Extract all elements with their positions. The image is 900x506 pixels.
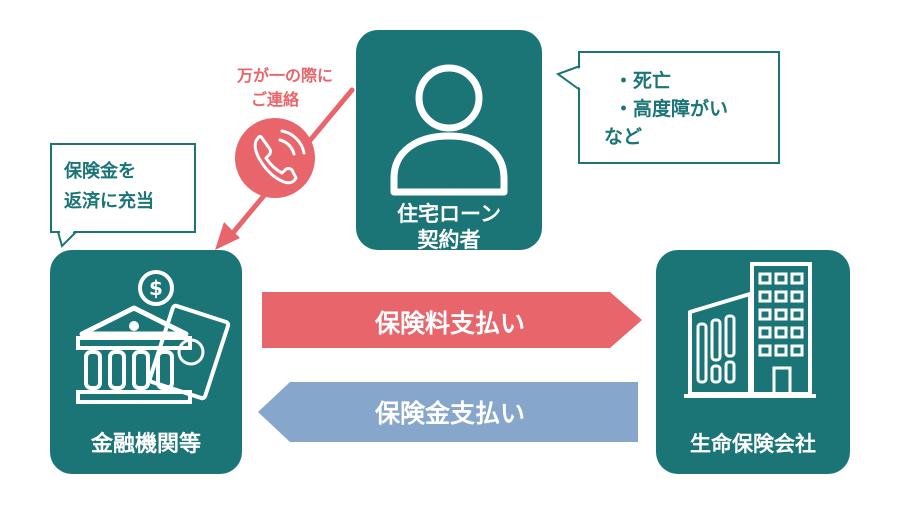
benefit-arrow-shape — [258, 382, 638, 442]
insurer-label: 生命保険会社 — [690, 432, 816, 456]
bank-label: 金融機関等 — [90, 432, 201, 457]
bank-bubble-line1: 保険金を — [64, 161, 136, 182]
office-building-icon — [684, 262, 816, 398]
insurer-node: 生命保険会社 — [656, 250, 850, 474]
contractor-node: 住宅ローン 契約者 — [356, 30, 542, 252]
premium-arrow-shape — [262, 292, 642, 348]
contractor-label-line2: 契約者 — [417, 228, 481, 252]
bank-node: $ 金融機関等 — [50, 250, 242, 474]
contact-arrowhead — [215, 222, 240, 250]
person-icon — [390, 64, 508, 196]
benefit-arrow-label: 保険金支払い — [374, 399, 525, 428]
contact-note-line1: 万が一の際に — [236, 66, 333, 85]
bubble-item-death: ・死亡 — [614, 70, 672, 92]
bank-bubble: 保険金を 返済に充当 — [50, 143, 196, 233]
contractor-label-line1: 住宅ローン — [397, 202, 501, 226]
premium-arrow-label: 保険料支払い — [374, 309, 525, 338]
svg-text:$: $ — [149, 276, 163, 300]
contact-note-line2: ご連絡 — [250, 90, 299, 109]
bank-with-money-icon: $ — [76, 270, 231, 404]
contractor-bubble: ・死亡 ・高度障がい など — [578, 51, 780, 164]
bubble-item-etc: など — [604, 126, 643, 148]
bubble-item-disability: ・高度障がい — [614, 98, 729, 120]
bank-bubble-line2: 返済に充当 — [64, 191, 154, 212]
